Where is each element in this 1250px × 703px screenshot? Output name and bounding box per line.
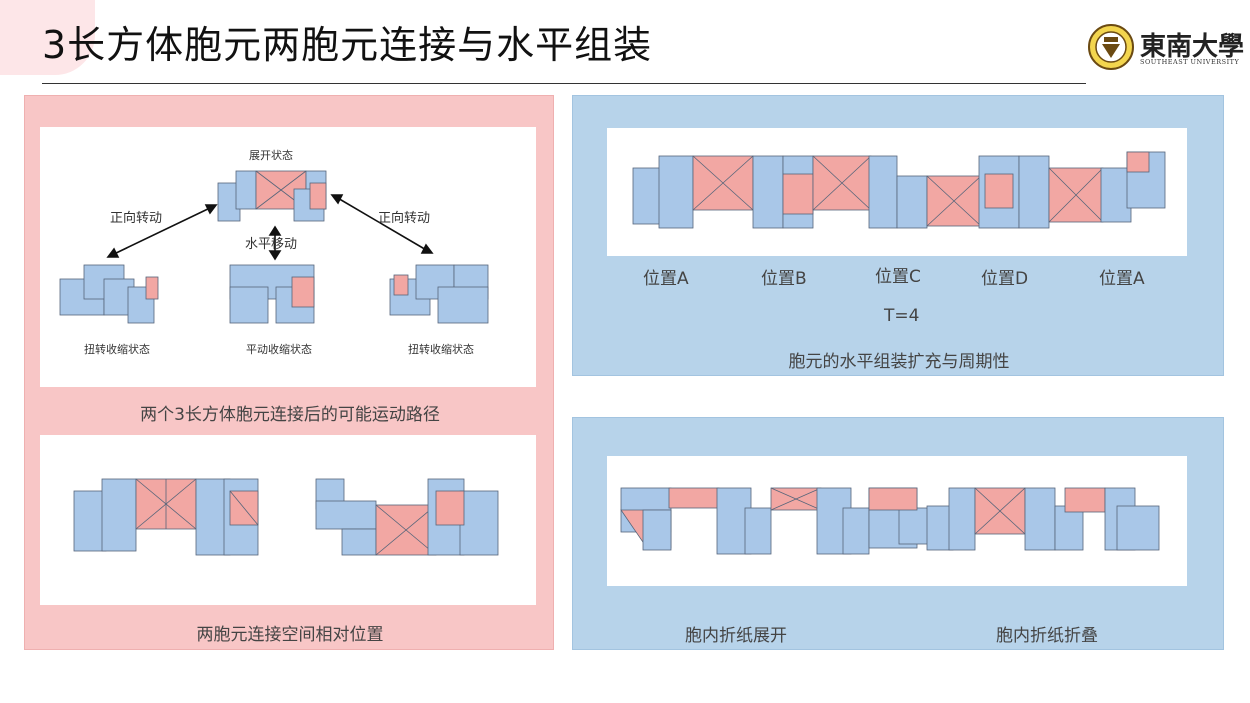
horizontal-move-label: 水平移动 [245,237,298,252]
expanded-state-label: 展开状态 [249,149,293,162]
translated-state-label: 平动收缩状态 [246,343,312,356]
forward-rotation-left-label: 正向转动 [110,211,163,226]
horizontal-assembly-caption: 胞元的水平组装扩充与周期性 [788,352,1010,372]
origami-unfolded-caption: 胞内折纸展开 [685,626,787,646]
right-top-panel: 位置A 位置B 位置C 位置D 位置A T=4 胞元的水平组装扩充与周期性 [572,95,1224,376]
logo-wordmark: 東南大學 [1140,32,1245,62]
slide-title: 3长方体胞元两胞元连接与水平组装 [42,23,653,67]
right-bottom-panel: 胞内折纸展开 胞内折纸折叠 [572,417,1224,650]
logo-subtitle: SOUTHEAST UNIVERSITY [1140,58,1240,66]
motion-path-caption: 两个3长方体胞元连接后的可能运动路径 [140,405,440,425]
relative-position-caption: 两胞元连接空间相对位置 [196,625,384,645]
twisted-state-left-label: 扭转收缩状态 [84,343,150,356]
forward-rotation-right-label: 正向转动 [378,211,431,226]
motion-path-diagram [59,170,489,324]
relative-position-figure [40,435,536,605]
origami-folded-caption: 胞内折纸折叠 [996,626,1098,646]
twisted-state-right-label: 扭转收缩状态 [408,343,474,356]
origami-figure [607,456,1187,586]
horizontal-assembly-diagram [632,151,1166,229]
position-label-a: 位置A [643,269,689,289]
university-logo: 東南大學 SOUTHEAST UNIVERSITY [1088,22,1244,72]
horizontal-assembly-figure [607,128,1187,256]
position-label-b: 位置B [761,269,807,289]
position-label-a-repeat: 位置A [1099,269,1145,289]
seal-icon [1088,24,1134,70]
corner-decoration [0,0,95,75]
position-label-d: 位置D [981,269,1029,289]
motion-path-figure: 展开状态 正向转动 正向转动 水平移动 扭转收缩状态 平动收缩状态 扭转收缩状态 [40,127,536,387]
left-panel: 展开状态 正向转动 正向转动 水平移动 扭转收缩状态 平动收缩状态 扭转收缩状态… [24,95,554,650]
position-label-c: 位置C [875,267,921,287]
relative-position-diagram [73,478,499,556]
origami-diagram [620,487,1160,555]
period-label: T=4 [884,306,920,326]
title-divider [42,83,1086,84]
